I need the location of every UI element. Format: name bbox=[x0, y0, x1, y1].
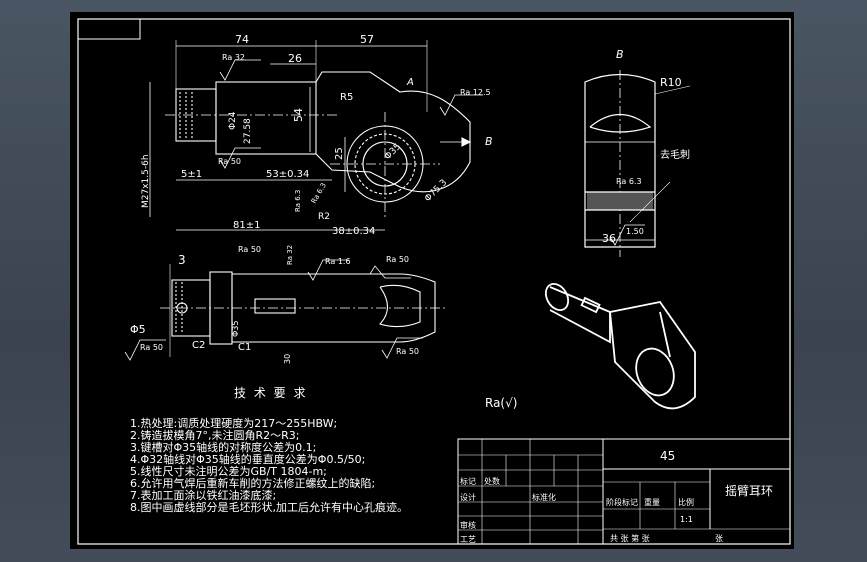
tb-qty-label: 处数 bbox=[484, 476, 500, 486]
ra50-right: Ra 50 bbox=[386, 255, 409, 264]
tb-weight-label: 重量 bbox=[644, 497, 660, 507]
hatched-section bbox=[587, 192, 653, 210]
dim-tol-right: 1.50 bbox=[626, 227, 644, 236]
notes-list: 1.热处理:调质处理硬度为217～255HBW; 2.铸造拔模角7°,未注圆角R… bbox=[130, 416, 408, 514]
dim-27-58: 27.58 bbox=[243, 118, 253, 144]
dim-phi5: Φ5 bbox=[130, 323, 146, 336]
view-b bbox=[584, 70, 691, 257]
dim-phi35-low: Φ35 bbox=[231, 321, 240, 337]
isometric-view bbox=[544, 282, 696, 410]
ra63-b: Ra 6.3 bbox=[310, 182, 328, 205]
tb-standard-label: 标准化 bbox=[532, 492, 556, 502]
front-view bbox=[149, 40, 483, 231]
part-name: 摇臂耳环 bbox=[725, 484, 773, 498]
top-body bbox=[231, 273, 436, 343]
note-line: 5.线性尺寸未注明公差为GB/T 1804-m; bbox=[130, 464, 327, 478]
note-line: 6.允许用气焊后重新车削的方法修正螺纹上的缺陷; bbox=[130, 476, 375, 490]
view-b-title: B bbox=[616, 48, 624, 61]
top-view bbox=[124, 259, 445, 361]
tb-design-label: 设计 bbox=[460, 492, 476, 502]
tb-mark-label: 标记 bbox=[460, 476, 476, 486]
tb-sheet-label: 共 张 第 张 bbox=[610, 533, 650, 543]
deburr-note: 去毛刺 bbox=[660, 149, 690, 161]
dim-phi35: Φ35 bbox=[383, 142, 403, 162]
dim-3: 3 bbox=[178, 253, 186, 267]
dim-phi75: Φ75.3 bbox=[423, 178, 449, 204]
material-value: 45 bbox=[660, 449, 675, 463]
dim-38: 38±0.34 bbox=[332, 226, 375, 237]
ra50-mid: Ra 50 bbox=[218, 157, 241, 166]
notes-title: 技 术 要 求 bbox=[234, 386, 307, 400]
ra63-a: Ra 6.3 bbox=[294, 190, 302, 212]
ra16: Ra 1.6 bbox=[325, 257, 351, 266]
dim-5pm1: 5±1 bbox=[181, 169, 202, 180]
note-line: 4.Φ32轴线对Φ35轴线的垂直度公差为Φ0.5/50; bbox=[130, 452, 365, 466]
note-line: 7.表加工面涂以铁红油漆底漆; bbox=[130, 488, 276, 502]
note-line: 3.键槽对Φ35轴线的对称度公差为0.1; bbox=[130, 440, 316, 454]
roughness-default: Ra(√) bbox=[485, 396, 517, 410]
note-line: 2.铸造拔模角7°,未注圆角R2～R3; bbox=[130, 428, 299, 442]
tb-stage-label: 阶段标记 bbox=[606, 497, 638, 507]
dim-54: 54 bbox=[292, 108, 305, 122]
dim-25: 25 bbox=[334, 147, 345, 160]
tb-seal-label: 张 bbox=[715, 534, 723, 543]
corner-code-box bbox=[77, 18, 141, 40]
ra125: Ra 12.5 bbox=[460, 88, 491, 97]
key-slot bbox=[254, 298, 296, 314]
title-block bbox=[457, 438, 791, 545]
view-b-groove bbox=[589, 114, 652, 133]
chamfer-c1: C1 bbox=[238, 342, 251, 353]
shaft-body bbox=[215, 81, 317, 155]
note-line: 8.图中画虚线部分是毛坯形状,加工后允许有中心孔痕迹。 bbox=[130, 500, 408, 514]
dim-r5: R5 bbox=[340, 92, 353, 103]
drawing-canvas[interactable]: 74 57 26 Ra 32 R5 A Ra 12.5 B 54 Φ24 27.… bbox=[70, 12, 794, 549]
datum-a: A bbox=[406, 77, 414, 88]
ra32-side: Ra 32 bbox=[286, 245, 294, 265]
tb-scale-value: 1:1 bbox=[680, 515, 693, 524]
dim-30: 30 bbox=[283, 354, 292, 364]
dim-26: 26 bbox=[288, 52, 302, 65]
tb-scale-label: 比例 bbox=[678, 497, 694, 507]
dim-phi24: Φ24 bbox=[228, 111, 238, 130]
dim-53: 53±0.34 bbox=[266, 169, 309, 180]
dim-r2: R2 bbox=[318, 212, 330, 222]
ra50-left: Ra 50 bbox=[140, 343, 163, 352]
ra63-right: Ra 6.3 bbox=[616, 177, 642, 186]
ra50-bottom: Ra 50 bbox=[396, 347, 419, 356]
center-hole bbox=[176, 302, 188, 314]
view-b-arrow-label: B bbox=[485, 135, 493, 148]
arm-profile bbox=[315, 71, 471, 193]
sheet-border bbox=[77, 18, 791, 545]
drawing-sheet: 74 57 26 Ra 32 R5 A Ra 12.5 B 54 Φ24 27.… bbox=[77, 18, 791, 545]
dim-36: 36 bbox=[602, 232, 616, 245]
note-line: 1.热处理:调质处理硬度为217～255HBW; bbox=[130, 416, 337, 430]
dim-81: 81±1 bbox=[233, 220, 260, 231]
ra50-top: Ra 50 bbox=[238, 245, 261, 254]
ra32-top: Ra 32 bbox=[222, 53, 245, 62]
top-eye bbox=[378, 284, 421, 328]
tb-process-label: 工艺 bbox=[460, 535, 476, 544]
chamfer-c2: C2 bbox=[192, 340, 205, 351]
dim-74: 74 bbox=[235, 33, 249, 46]
thread-spec: M27x1.5-6h bbox=[141, 154, 151, 208]
dim-57: 57 bbox=[360, 33, 374, 46]
tb-review-label: 审核 bbox=[460, 520, 476, 530]
dim-r10: R10 bbox=[660, 76, 682, 89]
